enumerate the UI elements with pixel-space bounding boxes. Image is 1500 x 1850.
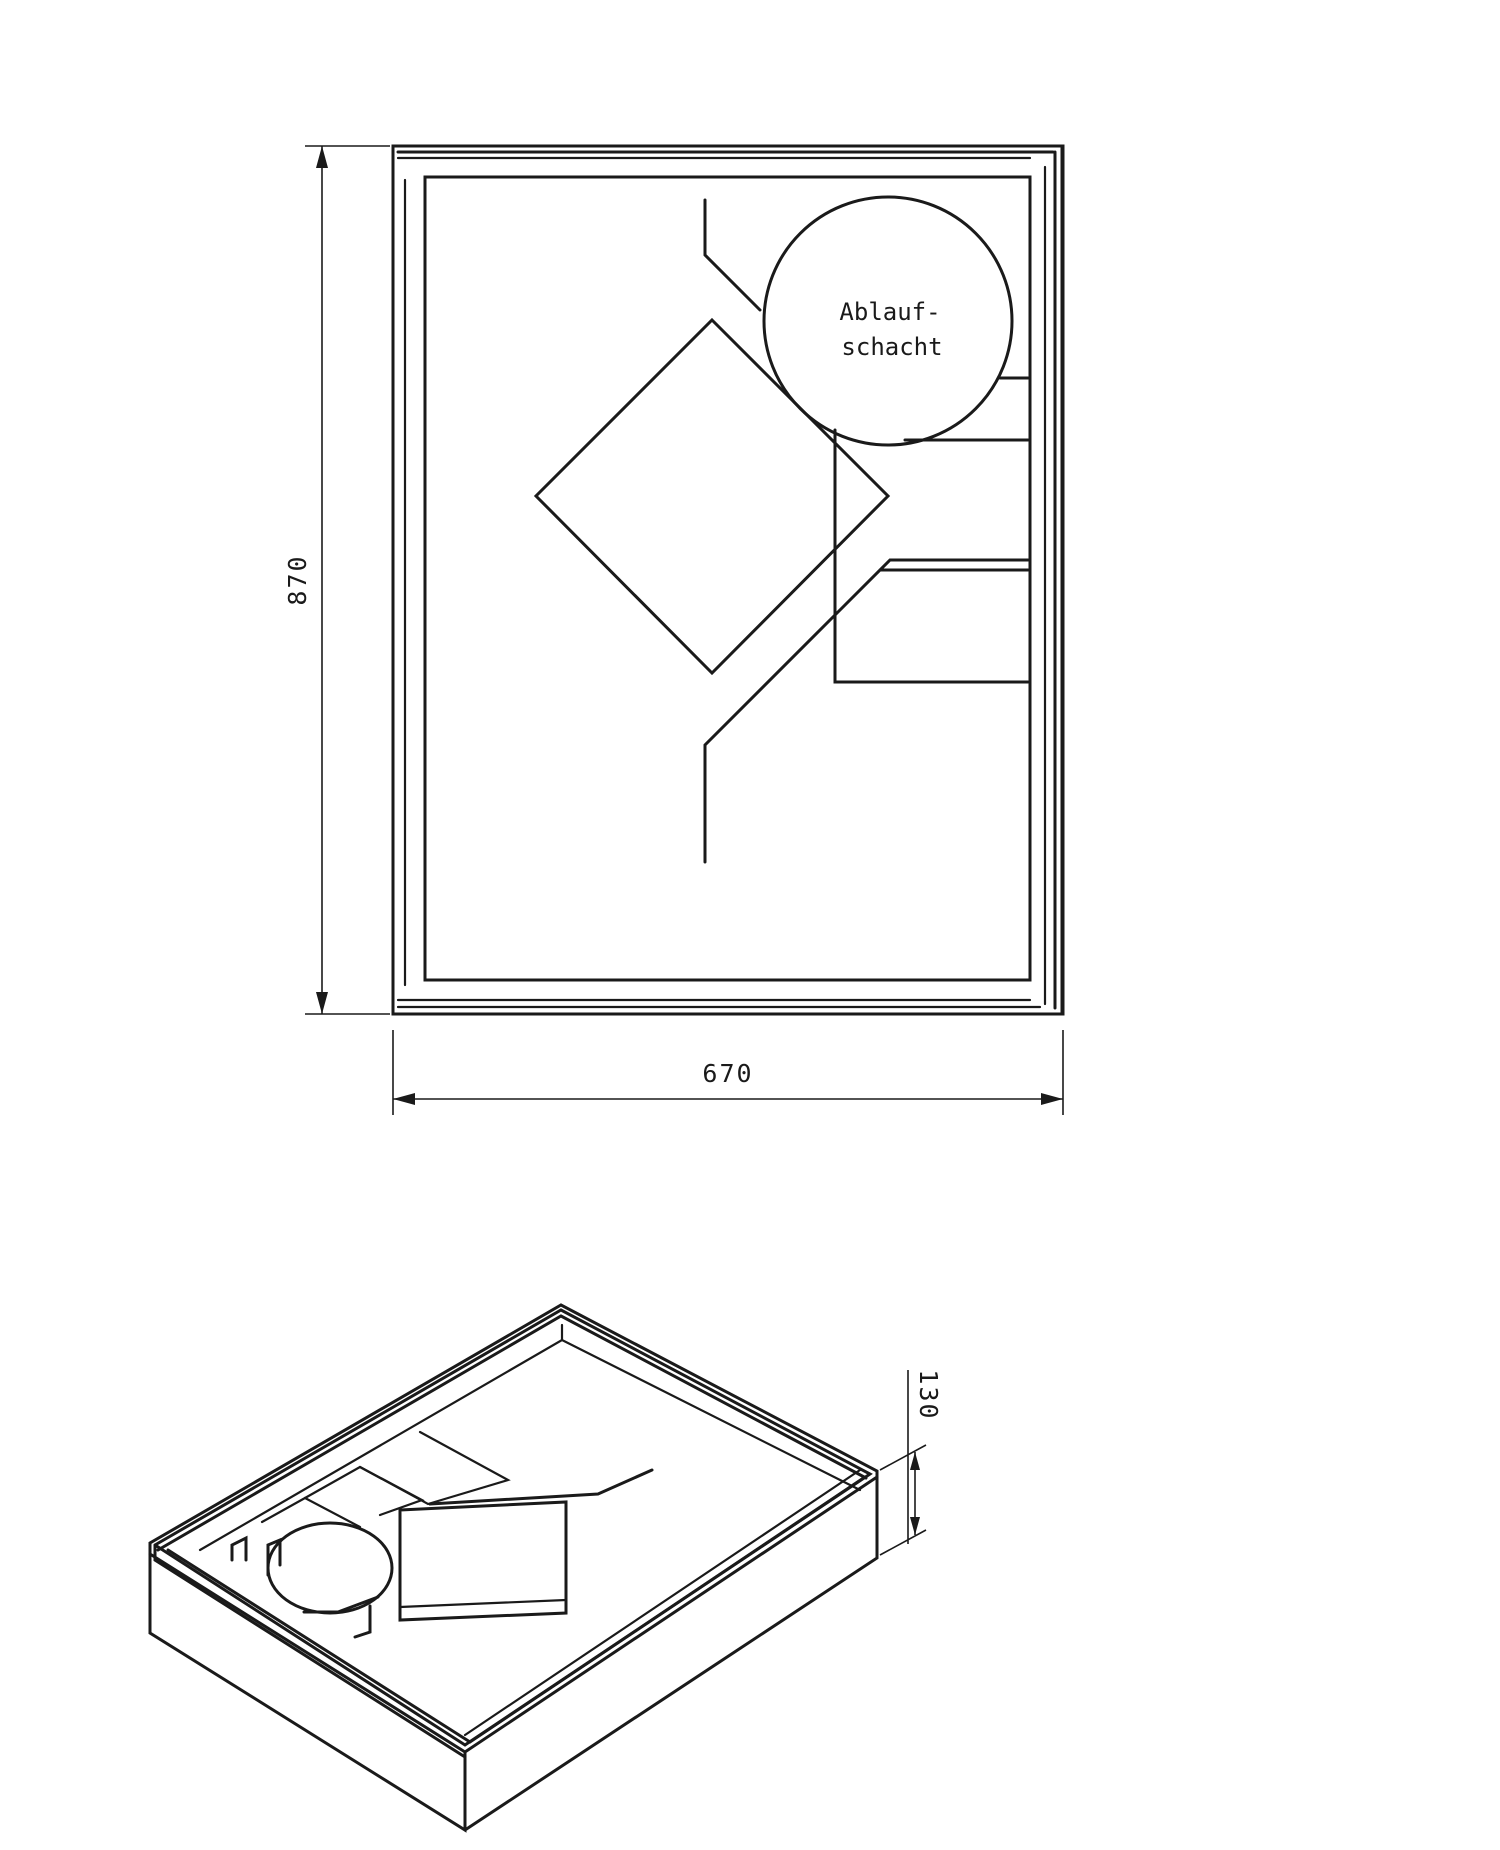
depth-dimension-label: 130 — [914, 1369, 943, 1420]
drain-pipe-wall — [230, 1535, 380, 1639]
rim-outer — [148, 1303, 879, 1754]
top-view: Ablauf- schacht — [391, 144, 1065, 1016]
rim-band — [153, 1308, 873, 1759]
callout-label-line1: Ablauf- — [839, 298, 940, 326]
drain-cover — [533, 317, 891, 676]
height-dimension: 870 — [283, 145, 390, 1015]
tray-basin — [423, 175, 1032, 982]
base-block — [148, 1475, 879, 1833]
channel-tile-3 — [260, 1496, 362, 1529]
channel-tile-2 — [303, 1465, 425, 1517]
height-dimension-label: 870 — [283, 554, 312, 605]
isometric-view: 130 — [148, 1303, 943, 1833]
drain-cover-panel — [398, 1500, 568, 1622]
rim-inner — [156, 1314, 868, 1744]
basin-edge — [198, 1323, 862, 1737]
width-dimension: 670 — [392, 1030, 1064, 1115]
drain-cover-edge — [398, 1598, 568, 1609]
tray-inner-rim — [396, 156, 1047, 1009]
channel-tile-1 — [358, 1430, 511, 1506]
channel-arm — [428, 1468, 654, 1506]
width-dimension-label: 670 — [702, 1059, 753, 1088]
drain-channel-upper — [703, 198, 762, 312]
drain-channel-upper-right — [903, 376, 1030, 442]
tray-rim-line — [396, 144, 1064, 1016]
depth-dimension: 130 — [879, 1369, 943, 1556]
drain-channel-lower — [703, 558, 1030, 864]
callout-label-line2: schacht — [841, 333, 942, 361]
callout-circle — [762, 195, 1014, 447]
